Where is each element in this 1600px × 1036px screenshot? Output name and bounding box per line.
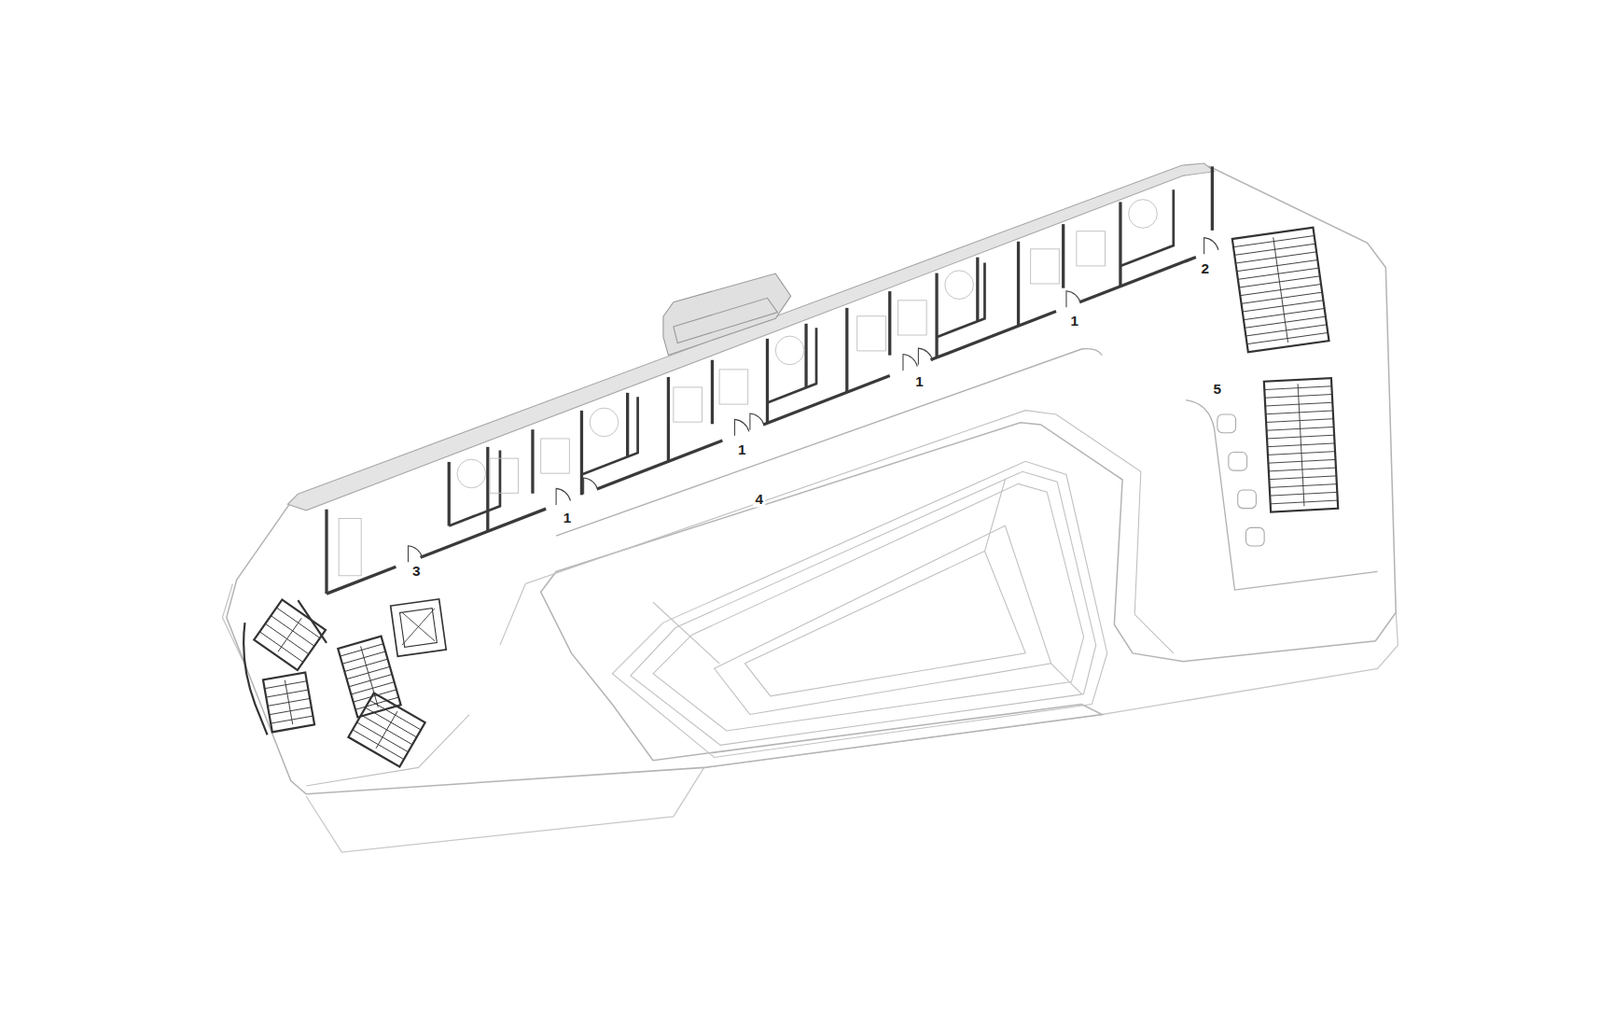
door-swing <box>1204 237 1219 254</box>
partition-wall <box>447 461 451 527</box>
stairs <box>243 227 1338 767</box>
callout-number: 1 <box>561 509 574 526</box>
partition-wall <box>626 392 629 458</box>
corridor-wall <box>597 440 724 489</box>
stair-flight <box>337 636 401 718</box>
partition-wall <box>845 307 849 392</box>
door-swing <box>556 487 571 504</box>
door-swing <box>584 477 599 494</box>
door-swing <box>750 413 765 430</box>
partition-wall <box>765 338 769 423</box>
kitchen-fixture <box>338 518 362 576</box>
partition-wall <box>667 376 670 461</box>
basin-fixture <box>945 270 974 300</box>
bed-fixture <box>719 369 749 404</box>
door-swing <box>408 545 423 562</box>
floor-outline <box>226 166 1396 794</box>
partition-wall <box>1016 241 1020 326</box>
partition-wall <box>530 429 534 494</box>
bed-fixture <box>489 458 519 493</box>
basin-fixture <box>589 407 619 437</box>
partition-wall <box>324 509 328 594</box>
partition-wall <box>1061 223 1065 289</box>
bathroom-wall <box>936 262 985 337</box>
partition-wall <box>804 323 807 389</box>
door-swing <box>918 347 933 364</box>
stair-wall <box>243 599 327 735</box>
bed-fixture <box>541 438 571 474</box>
corridor-wall <box>420 508 547 557</box>
spiral-stair <box>253 598 326 670</box>
basin-fixture <box>775 335 805 365</box>
callout-number: 3 <box>410 562 423 579</box>
bathroom-wall <box>581 396 638 474</box>
door-swing <box>1066 291 1081 307</box>
guest-rooms <box>326 166 1219 594</box>
spiral-stair <box>263 671 315 732</box>
bed-fixture <box>857 316 887 351</box>
room-fixtures <box>338 199 1157 576</box>
partition-wall <box>580 410 584 495</box>
atrium-void <box>306 410 1174 786</box>
partition-wall <box>1210 166 1214 231</box>
callout-number: 2 <box>1198 260 1211 277</box>
bed-fixture <box>1030 249 1060 284</box>
callout-number: 1 <box>913 373 926 390</box>
lounge-chairs <box>1217 414 1265 546</box>
door-swing <box>903 354 918 371</box>
partition-wall <box>486 446 489 531</box>
basin-fixture <box>1128 199 1158 229</box>
callout-number: 1 <box>1068 312 1081 329</box>
partition-wall <box>888 291 891 356</box>
basin-fixture <box>457 459 487 488</box>
bathroom-wall <box>448 450 501 527</box>
bathroom-wall <box>767 327 818 403</box>
corridor-wall <box>763 375 891 425</box>
partition-wall <box>710 360 714 425</box>
bed-fixture <box>898 300 928 335</box>
bed-fixture <box>673 387 703 422</box>
partition-wall <box>975 257 979 322</box>
corridor-wall <box>931 311 1058 361</box>
bed-fixture <box>1076 231 1106 266</box>
door-swing <box>735 418 750 435</box>
partition-wall <box>934 273 938 358</box>
callout-number: 1 <box>736 440 749 457</box>
bathroom-wall <box>1120 189 1174 266</box>
stair-flight <box>347 692 425 766</box>
stair-flight <box>1264 377 1338 513</box>
escalator <box>1232 227 1330 352</box>
callout-number: 5 <box>1210 380 1224 397</box>
roof-strip <box>287 163 1214 511</box>
corridor-wall <box>1079 257 1197 303</box>
roof-projection <box>663 273 792 355</box>
callout-number: 4 <box>752 490 766 507</box>
partition-wall <box>1118 201 1122 286</box>
elevator <box>390 598 447 656</box>
lounge-line <box>1185 400 1378 590</box>
